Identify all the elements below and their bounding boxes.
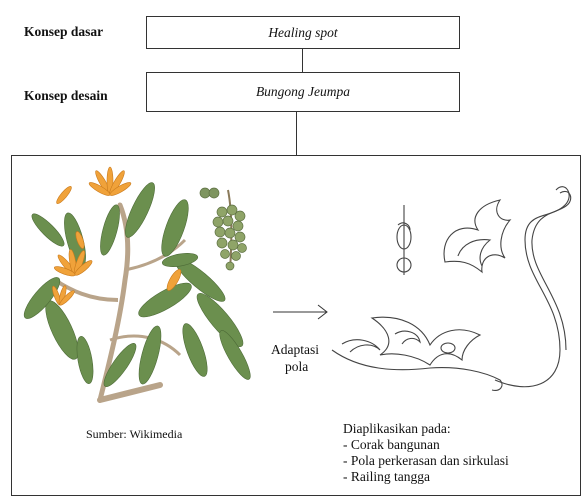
leaf xyxy=(99,340,140,391)
applied-heading: Diaplikasikan pada: xyxy=(343,421,509,437)
leaf xyxy=(74,335,96,385)
champaca-illustration xyxy=(19,167,255,400)
branch-end xyxy=(100,385,160,400)
seed-pods xyxy=(200,188,219,198)
flower xyxy=(88,167,133,198)
leaf xyxy=(28,210,68,250)
ornament-scroll xyxy=(495,187,569,387)
applied-item: - Corak bangunan xyxy=(343,437,509,453)
arrow-label-line1: Adaptasi xyxy=(271,342,319,358)
applied-list: Diaplikasikan pada: - Corak bangunan - P… xyxy=(343,421,509,485)
adaptation-arrow xyxy=(273,305,327,319)
arrow-label-line2: pola xyxy=(285,359,308,375)
ornament-leaf xyxy=(444,200,510,272)
ornament-swirl xyxy=(342,340,380,352)
leaf xyxy=(135,277,196,323)
leaf xyxy=(97,203,124,257)
ornament-patterns xyxy=(332,187,571,391)
applied-item: - Railing tangga xyxy=(343,469,509,485)
applied-item: - Pola perkerasan dan sirkulasi xyxy=(343,453,509,469)
leaf xyxy=(135,324,166,386)
flower xyxy=(53,249,93,278)
source-caption: Sumber: Wikimedia xyxy=(86,427,182,442)
leaf xyxy=(178,321,212,379)
flower-bud xyxy=(55,185,74,206)
